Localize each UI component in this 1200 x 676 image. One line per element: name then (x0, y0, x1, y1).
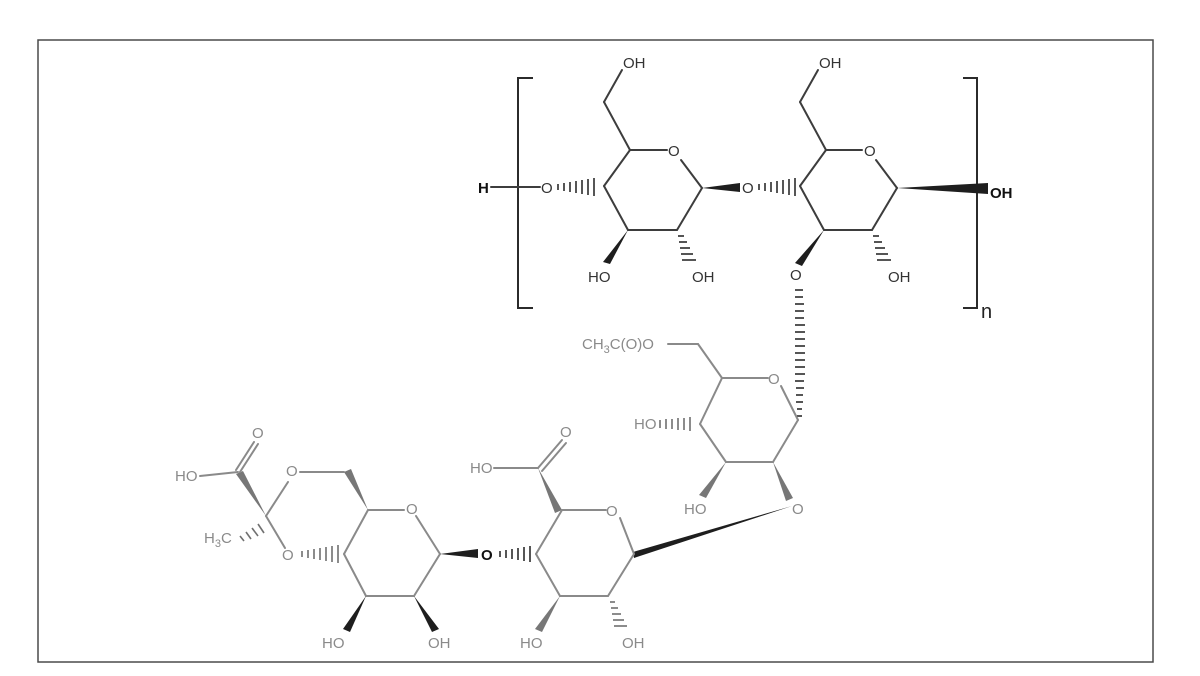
left-bracket (517, 77, 533, 309)
wedge-bond (795, 230, 824, 266)
ho-label: HO (588, 269, 611, 286)
ring-oxygen-label: O (768, 371, 780, 388)
wedge-bond (699, 462, 726, 498)
wedge-bond (535, 596, 560, 632)
acetyl-label: CH3C(O)O (582, 336, 654, 356)
wedge-bond (414, 596, 439, 632)
ring-oxygen-label: O (668, 143, 680, 160)
backbone-repeat-unit: n H O O OH HO (478, 55, 1013, 323)
ho-label: HO (684, 501, 707, 518)
dioxane-o-label: O (282, 547, 294, 564)
ho-label: HO (520, 635, 543, 652)
terminal-oh-label: OH (990, 185, 1013, 202)
carbonyl-o-label: O (560, 424, 572, 441)
methyl-label: H3C (204, 530, 232, 550)
wedge-bond (773, 462, 793, 501)
wedge-bond (343, 596, 366, 632)
ho-label: HO (175, 468, 198, 485)
wedge-bond (344, 469, 368, 510)
hash-bond (301, 545, 339, 563)
wedge-bond (897, 183, 988, 194)
pyruvated-mannose-ring: O O O HO OH O HO (175, 425, 478, 652)
hash-bond (678, 235, 696, 261)
oh-label: OH (623, 55, 646, 72)
repeat-subscript-n: n (981, 301, 992, 323)
wedge-bond (236, 471, 266, 516)
hash-bond (610, 601, 627, 627)
glucose-ring-2: O OH O OH (790, 55, 988, 286)
ring-oxygen-label: O (606, 503, 618, 520)
hash-bond (557, 178, 595, 196)
oh-label: OH (428, 635, 451, 652)
glycosidic-o-label: O (792, 501, 804, 518)
glycosidic-o-label: O (742, 180, 754, 197)
glycosidic-o-label: O (541, 180, 553, 197)
hash-bond (795, 289, 805, 417)
oh-label: OH (819, 55, 842, 72)
ho-label: HO (470, 460, 493, 477)
dioxane-o-label: O (286, 463, 298, 480)
mannose-ring: CH3C(O)O O HO HO O (582, 336, 804, 518)
hash-bond (499, 546, 531, 562)
ring-oxygen-label: O (864, 143, 876, 160)
terminal-h-label: H (478, 180, 489, 197)
hash-bond (873, 235, 891, 261)
figure-frame (37, 39, 1154, 663)
ho-label: HO (634, 416, 657, 433)
ring-oxygen-label: O (406, 501, 418, 518)
wedge-bond (440, 549, 478, 558)
oh-label: OH (888, 269, 911, 286)
wedge-bond (633, 506, 792, 558)
oh-label: OH (692, 269, 715, 286)
wedge-bond (702, 183, 740, 192)
hash-bond (758, 178, 796, 196)
carbonyl-o-label: O (252, 425, 264, 442)
wedge-bond (538, 468, 562, 513)
wedge-bond (603, 230, 628, 264)
branch-o-label: O (790, 267, 802, 284)
hash-bond (659, 417, 691, 431)
hash-bond (239, 523, 265, 542)
glycosidic-o-label: O (481, 547, 493, 564)
glucuronic-acid-ring: HO O O HO OH (470, 424, 645, 652)
glucose-ring-1: O OH HO OH (588, 55, 740, 286)
ho-label: HO (322, 635, 345, 652)
oh-label: OH (622, 635, 645, 652)
